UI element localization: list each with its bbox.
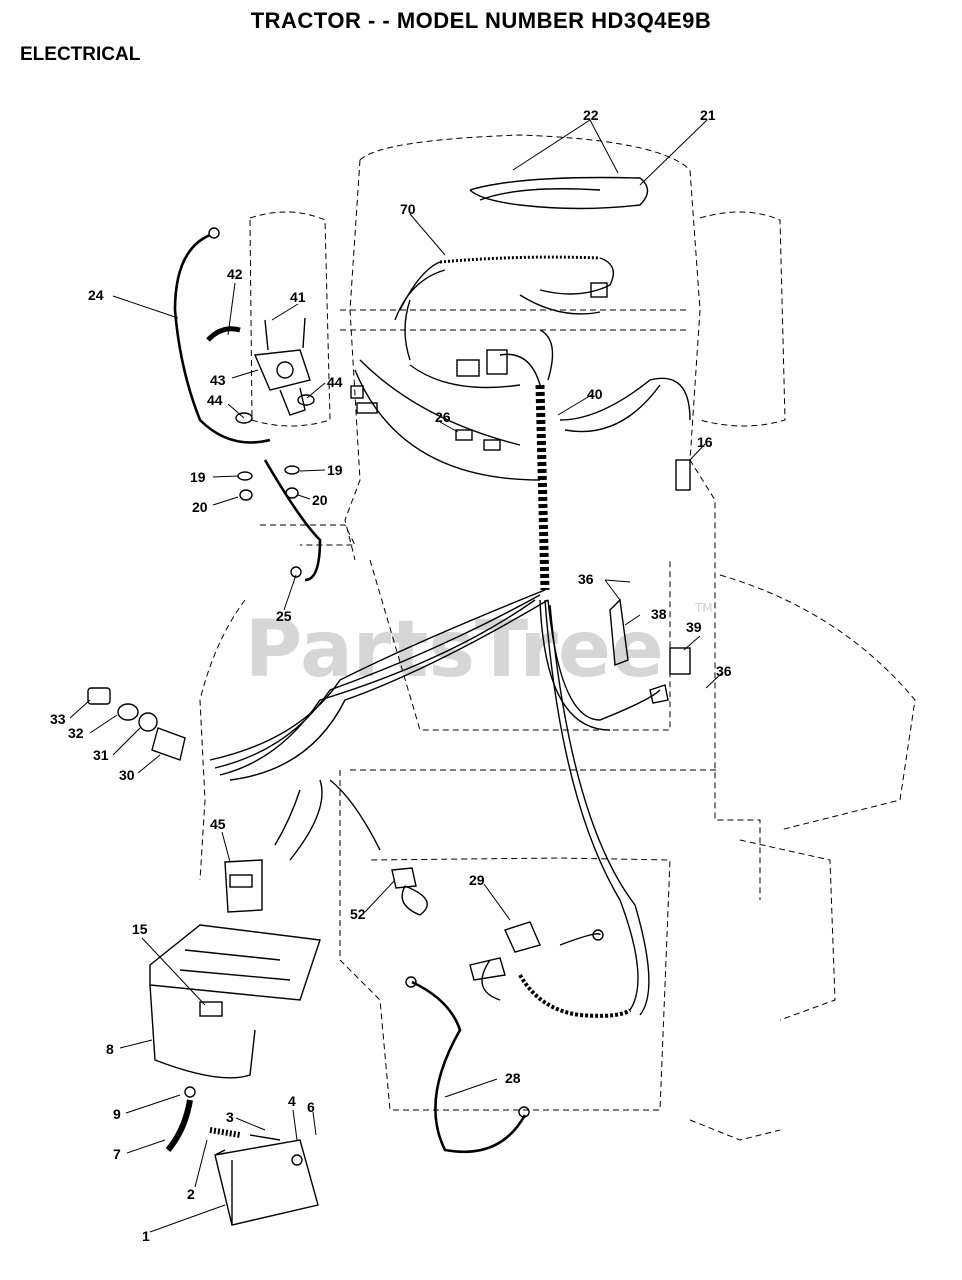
page-title: TRACTOR - - MODEL NUMBER HD3Q4E9B — [250, 8, 712, 33]
callout-30: 30 — [119, 767, 135, 783]
callout-39: 39 — [686, 619, 702, 635]
callout-15: 15 — [132, 921, 148, 937]
callout-43: 43 — [210, 372, 226, 388]
callout-19-right: 19 — [327, 462, 343, 478]
watermark-trademark: TM — [694, 601, 713, 615]
callout-36-bottom: 36 — [716, 663, 732, 679]
callout-52: 52 — [350, 906, 366, 922]
callout-20-left: 20 — [192, 499, 208, 515]
tractor-outline — [199, 134, 916, 1141]
callout-32: 32 — [68, 725, 84, 741]
callout-26: 26 — [435, 409, 451, 425]
callout-41: 41 — [290, 289, 306, 305]
callout-19-left: 19 — [190, 469, 206, 485]
callout-4: 4 — [288, 1093, 296, 1109]
watermark: PartsTree — [245, 605, 664, 695]
callout-6: 6 — [307, 1099, 315, 1115]
callout-21: 21 — [700, 107, 716, 123]
callout-22: 22 — [583, 107, 599, 123]
callout-38: 38 — [651, 606, 667, 622]
callout-70: 70 — [400, 201, 416, 217]
callout-31: 31 — [93, 747, 109, 763]
callout-44-right: 44 — [327, 374, 343, 390]
callout-36-top: 36 — [578, 571, 594, 587]
callout-25: 25 — [276, 608, 292, 624]
callout-8: 8 — [106, 1041, 114, 1057]
callout-3: 3 — [226, 1109, 234, 1125]
callout-9: 9 — [113, 1106, 121, 1122]
callout-33: 33 — [50, 711, 66, 727]
callouts: 22 21 70 24 42 41 43 44 44 40 26 16 19 1… — [50, 107, 732, 1244]
callout-44-left: 44 — [207, 392, 223, 408]
callout-29: 29 — [469, 872, 485, 888]
callout-20-right: 20 — [312, 492, 328, 508]
section-label: ELECTRICAL — [20, 44, 141, 65]
callout-42: 42 — [227, 266, 243, 282]
callout-16: 16 — [697, 434, 713, 450]
wiring-harness — [87, 176, 691, 1226]
callout-2: 2 — [187, 1186, 195, 1202]
callout-1: 1 — [142, 1228, 150, 1244]
callout-45: 45 — [210, 816, 226, 832]
callout-7: 7 — [113, 1146, 121, 1162]
leader-lines — [69, 119, 724, 1233]
callout-40: 40 — [587, 386, 603, 402]
callout-24: 24 — [88, 287, 104, 303]
callout-28: 28 — [505, 1070, 521, 1086]
